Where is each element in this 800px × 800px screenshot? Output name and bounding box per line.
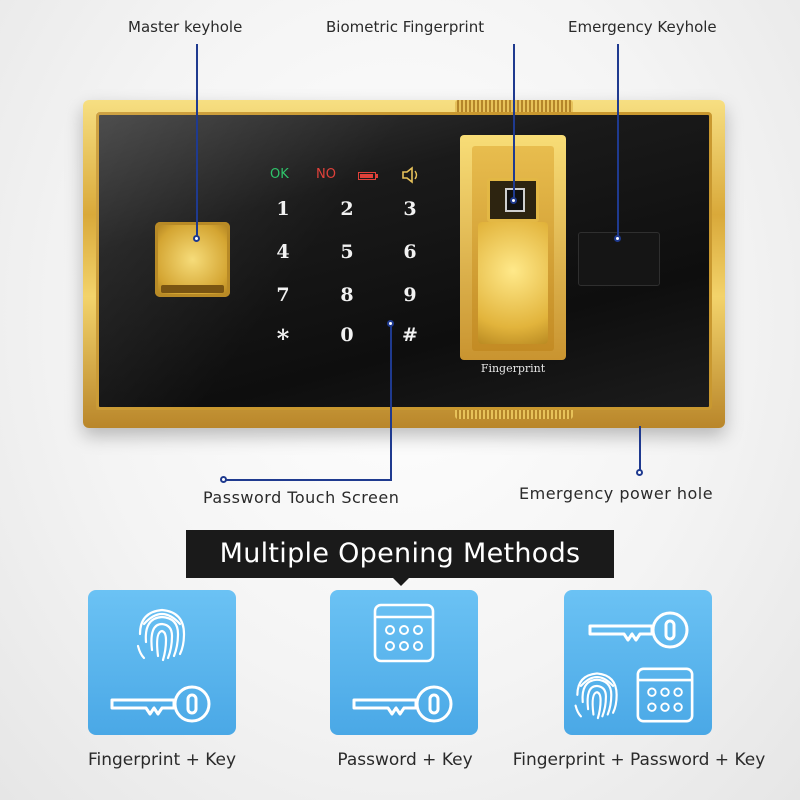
keypad-key-hash[interactable]: #: [402, 324, 418, 346]
key-icon: [110, 685, 211, 723]
fingerprint-label: Fingerprint: [480, 362, 546, 375]
method-card-fingerprint-password-key: [564, 590, 712, 735]
keypad-key-1[interactable]: 1: [276, 198, 290, 220]
keypad-key-7[interactable]: 7: [276, 284, 290, 306]
method-label-3: Fingerprint + Password + Key: [512, 750, 766, 770]
pointer-dot-touchscreen-end: [220, 476, 227, 483]
battery-icon: [358, 172, 378, 180]
keypad-icon: [373, 603, 435, 663]
methods-heading: Multiple Opening Methods: [186, 530, 614, 578]
pointer-line-power: [639, 426, 641, 472]
pointer-line-touchscreen-v: [390, 325, 392, 480]
heading-pointer: [392, 577, 410, 586]
method-card-password-key: [330, 590, 478, 735]
keypad-key-9[interactable]: 9: [403, 284, 417, 306]
callout-master-keyhole: Master keyhole: [128, 18, 243, 36]
keypad-key-6[interactable]: 6: [403, 241, 417, 263]
keypad-key-2[interactable]: 2: [340, 198, 354, 220]
method-label-1: Fingerprint + Key: [87, 750, 237, 770]
callout-emergency-keyhole: Emergency Keyhole: [568, 18, 717, 36]
fingerprint-slider[interactable]: [478, 222, 548, 344]
callout-emergency-power-hole: Emergency power hole: [519, 484, 714, 503]
pointer-dot-master: [193, 235, 200, 242]
keypad-icon: [636, 667, 694, 723]
callout-password-touch-screen: Password Touch Screen: [203, 488, 400, 507]
key-icon: [352, 685, 453, 723]
pointer-line-master: [196, 44, 198, 239]
keypad-key-3[interactable]: 3: [403, 198, 417, 220]
status-ok: OK: [270, 167, 289, 182]
pointer-dot-fingerprint: [510, 197, 517, 204]
speaker-icon: [402, 166, 418, 184]
pointer-line-emergency: [617, 44, 619, 239]
keypad-key-4[interactable]: 4: [276, 241, 290, 263]
keypad-key-5[interactable]: 5: [340, 241, 354, 263]
keypad-key-0[interactable]: 0: [340, 324, 354, 346]
keypad-key-8[interactable]: 8: [340, 284, 354, 306]
pointer-line-fingerprint: [513, 44, 515, 201]
pointer-dot-power: [636, 469, 643, 476]
pointer-dot-emergency: [614, 235, 621, 242]
master-keyhole[interactable]: [155, 222, 230, 297]
key-icon: [588, 611, 689, 649]
pointer-line-touchscreen-h: [226, 479, 392, 481]
fingerprint-icon: [136, 608, 186, 662]
fingerprint-icon: [574, 672, 618, 720]
method-label-2: Password + Key: [337, 750, 473, 770]
status-no: NO: [316, 167, 336, 182]
method-card-fingerprint-key: [88, 590, 236, 735]
keypad-key-star[interactable]: *: [276, 324, 290, 353]
callout-biometric-fingerprint: Biometric Fingerprint: [326, 18, 485, 36]
